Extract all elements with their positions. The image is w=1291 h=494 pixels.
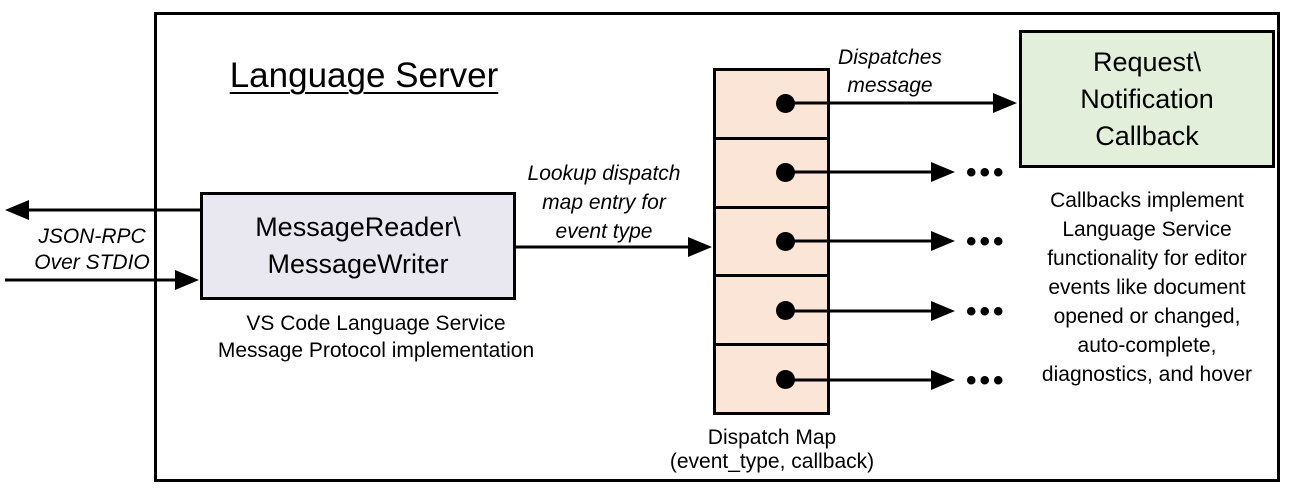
dispatch-map bbox=[713, 68, 830, 415]
dispatch-dot-icon bbox=[776, 231, 795, 251]
lookup-arrow-label: Lookup dispatch map entry for event type bbox=[504, 159, 704, 246]
callbacks-note-line: opened or changed, bbox=[1053, 305, 1241, 328]
reader-caption-line1: VS Code Language Service bbox=[246, 312, 506, 335]
dispatch-label-line1: Dispatches bbox=[838, 46, 942, 69]
callbacks-note-line: Callbacks implement bbox=[1050, 189, 1244, 212]
lookup-label-line3: event type bbox=[555, 220, 653, 243]
ellipsis-icon: ••• bbox=[966, 364, 1007, 397]
dispatch-map-cell bbox=[716, 343, 827, 412]
dispatch-label-line2: message bbox=[847, 74, 933, 97]
callback-box-label-line1: Request\ bbox=[1092, 46, 1202, 77]
dispatch-dot-icon bbox=[776, 94, 795, 114]
callbacks-note-line: Language Service bbox=[1062, 218, 1232, 241]
callbacks-note-line: events like document bbox=[1048, 276, 1246, 299]
dispatch-map-cell bbox=[716, 205, 827, 275]
dispatch-map-cell bbox=[716, 136, 827, 206]
request-notification-callback-box: Request\ Notification Callback bbox=[1019, 30, 1275, 168]
dispatches-arrow-label: Dispatches message bbox=[812, 44, 968, 100]
stdio-label-line2: Over STDIO bbox=[34, 251, 150, 274]
ellipsis-icon: ••• bbox=[966, 295, 1007, 328]
reader-box-caption: VS Code Language Service Message Protoco… bbox=[194, 310, 558, 364]
callback-box-label-line3: Callback bbox=[1095, 120, 1199, 151]
map-caption-line2: (event_type, callback) bbox=[669, 450, 875, 473]
message-reader-writer-box: MessageReader\ MessageWriter bbox=[200, 192, 516, 300]
ellipsis-icon: ••• bbox=[966, 156, 1007, 189]
stdio-channel-label: JSON-RPC Over STDIO bbox=[8, 224, 176, 276]
callback-box-label-line2: Notification bbox=[1080, 83, 1214, 114]
callbacks-note-line: auto-complete, bbox=[1077, 334, 1217, 357]
dispatch-dot-icon bbox=[776, 369, 795, 389]
dispatch-map-caption: Dispatch Map (event_type, callback) bbox=[622, 426, 922, 474]
lookup-label-line2: map entry for bbox=[542, 191, 666, 214]
map-caption-line1: Dispatch Map bbox=[707, 426, 837, 449]
dispatch-map-cell bbox=[716, 71, 827, 137]
ellipsis-icon: ••• bbox=[966, 225, 1007, 258]
stdio-label-line1: JSON-RPC bbox=[38, 225, 146, 248]
dispatch-dot-icon bbox=[776, 163, 795, 183]
dispatch-dot-icon bbox=[776, 300, 795, 320]
dispatch-map-cell bbox=[716, 274, 827, 343]
reader-box-label-line1: MessageReader\ bbox=[255, 212, 461, 242]
diagram-title: Language Server bbox=[229, 56, 499, 95]
callbacks-note-line: functionality for editor bbox=[1047, 247, 1247, 270]
reader-caption-line2: Message Protocol implementation bbox=[217, 339, 535, 362]
lookup-label-line1: Lookup dispatch bbox=[527, 162, 681, 185]
callbacks-note: Callbacks implement Language Service fun… bbox=[996, 186, 1291, 389]
reader-box-label-line2: MessageWriter bbox=[267, 249, 449, 279]
callbacks-note-line: diagnostics, and hover bbox=[1041, 363, 1253, 386]
